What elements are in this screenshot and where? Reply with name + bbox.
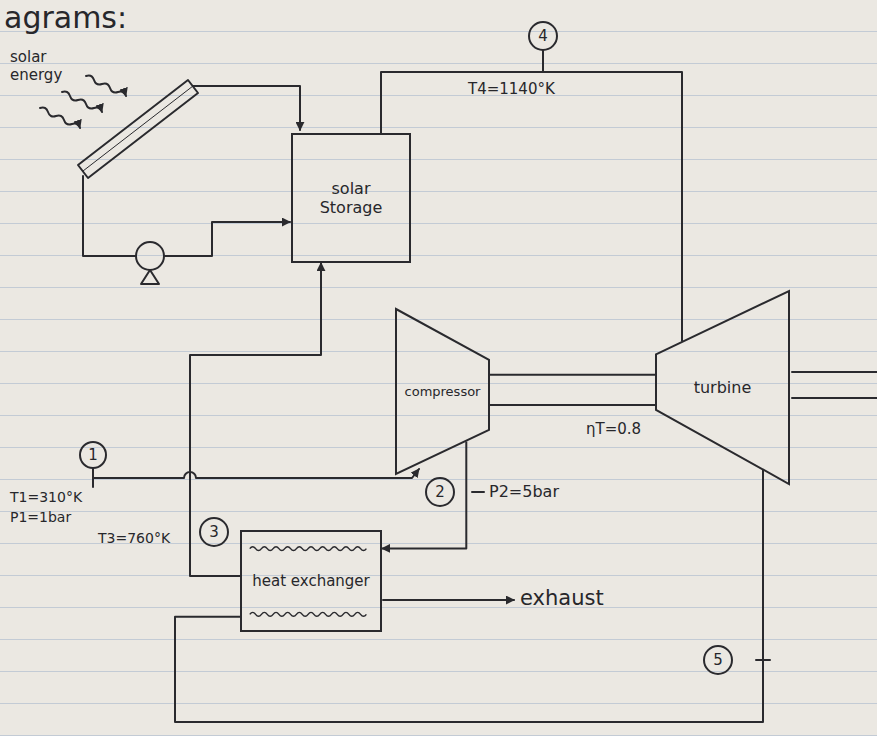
sun-ray [86, 76, 126, 97]
heat-exchanger-box: heat exchanger [240, 530, 382, 632]
callout-number: 4 [533, 27, 553, 45]
collector-pipe [83, 176, 136, 256]
state-label: T4=1140°K [468, 80, 555, 98]
node-label: compressor [405, 384, 481, 400]
solar-collector [78, 80, 198, 178]
flow-connector [175, 470, 763, 722]
flow-connector [490, 375, 655, 405]
callout-number: 2 [430, 483, 450, 501]
callout-tick [92, 468, 94, 487]
flow-connector [381, 72, 682, 342]
pump-symbol [136, 242, 164, 270]
annotation: solar energy [10, 48, 74, 84]
sun-ray [62, 92, 102, 113]
node-label: solar Storage [299, 179, 403, 217]
diagram-title: agrams: [4, 0, 127, 36]
annotation: exhaust [520, 586, 604, 611]
callout-circle [200, 518, 228, 546]
collector-pipe [164, 222, 290, 256]
callout-circle [529, 22, 557, 50]
state-label: T1=310°K [10, 489, 82, 506]
node-label: heat exchanger [252, 572, 370, 590]
callout-circle [80, 442, 106, 468]
pump-base [141, 270, 159, 284]
output-shaft [792, 397, 877, 399]
callout-circle [426, 478, 454, 506]
state-label: P1=1bar [10, 509, 71, 526]
callout-dash [472, 491, 484, 493]
efficiency-label: ηT=0.8 [586, 420, 641, 438]
storage-box: solar Storage [291, 133, 411, 263]
turbine-shape: turbine [655, 290, 790, 485]
sun-ray [40, 108, 80, 129]
machine-outline [656, 291, 789, 484]
callout-number: 1 [83, 446, 103, 464]
callout-number: 5 [708, 651, 728, 669]
collector-pipe [193, 86, 300, 130]
state-label: P2=5bar [489, 482, 559, 501]
flow-connector [190, 263, 321, 576]
flow-connector [382, 442, 466, 549]
machine-outline [396, 309, 489, 474]
state-label: T3=760°K [98, 530, 170, 547]
inlet-line [93, 469, 419, 478]
callout-circle [704, 646, 732, 674]
callout-tick [542, 50, 544, 72]
collector-hatch [83, 86, 193, 171]
compressor-shape: compressor [395, 308, 490, 475]
heat-exchanger-coil [250, 612, 367, 616]
callout-number: 3 [204, 523, 224, 541]
exhaust-arrow [383, 599, 514, 601]
output-shaft [792, 371, 877, 373]
heat-exchanger-coil [250, 547, 367, 551]
node-label: turbine [694, 378, 752, 397]
